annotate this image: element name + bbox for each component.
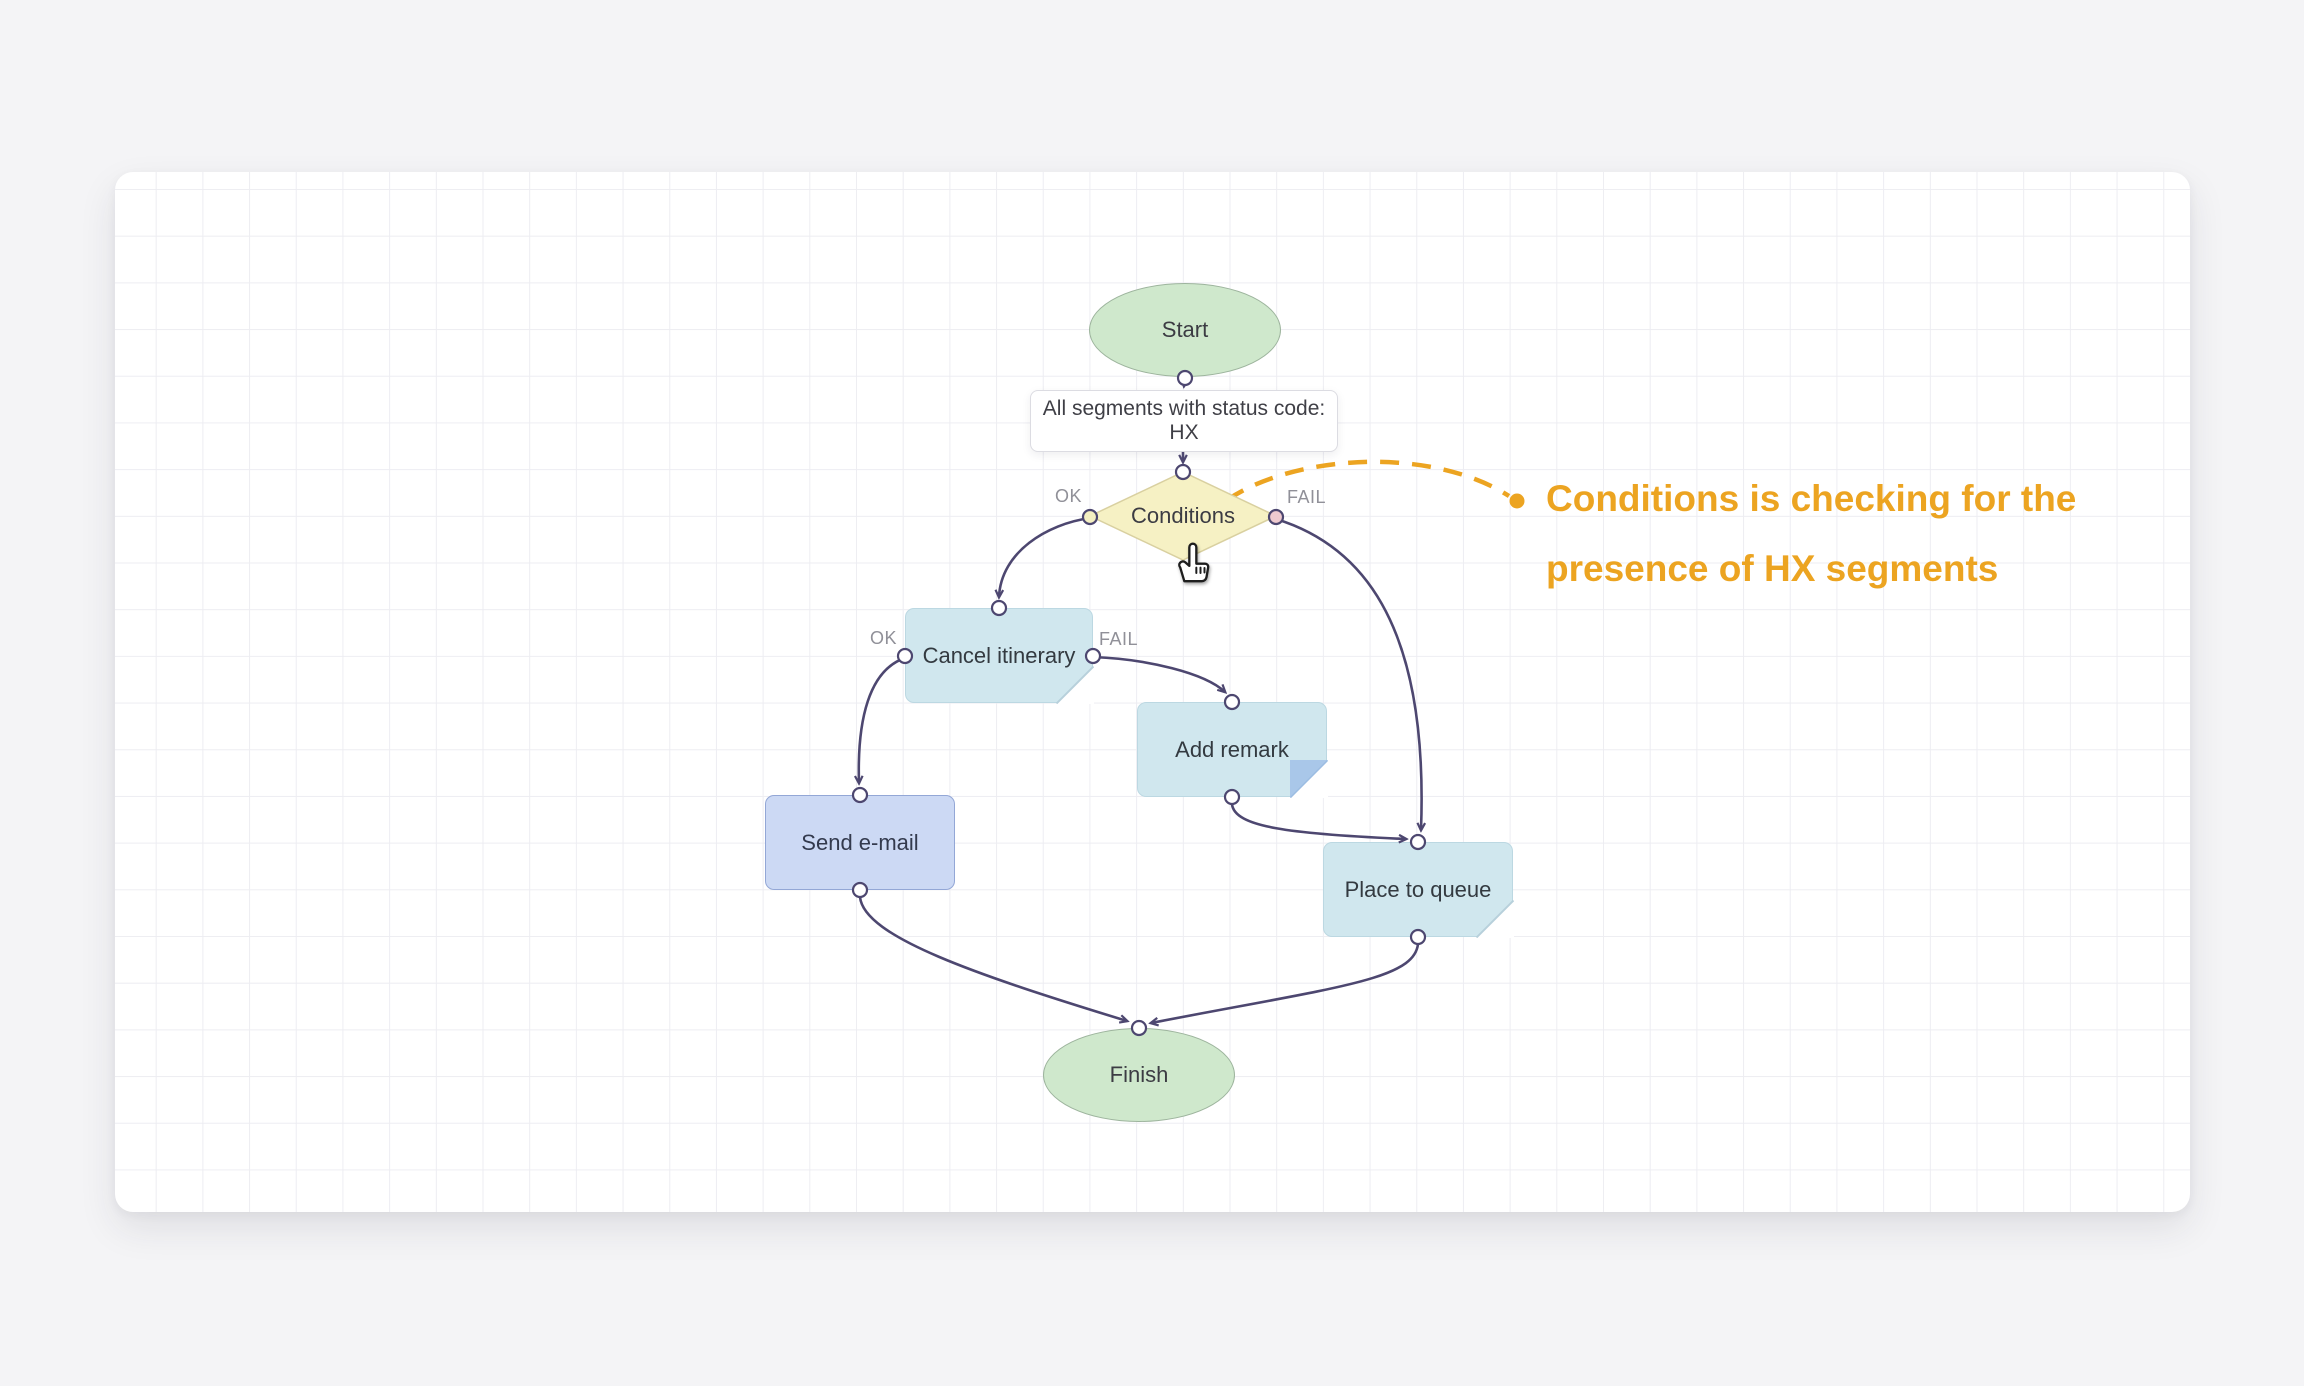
cancel-fail-port-label: FAIL — [1099, 629, 1139, 649]
send-email-label: Send e-mail — [801, 829, 919, 855]
annotation-line-1: Conditions is checking for the — [1546, 478, 2077, 519]
trigger-node[interactable]: All segments with status code: HX — [1030, 390, 1338, 452]
finish-node-label: Finish — [1109, 1062, 1169, 1087]
place-to-queue-node[interactable]: Place to queue — [1323, 842, 1514, 938]
finish-node[interactable]: Finish — [1043, 1028, 1235, 1122]
cancel-ok-port-label: OK — [869, 628, 897, 648]
folded-corner-icon — [1475, 899, 1514, 938]
start-node-label: Start — [1161, 317, 1209, 342]
cancel-itinerary-node[interactable]: Cancel itinerary — [905, 608, 1094, 704]
folded-corner-icon — [1055, 665, 1094, 704]
annotation-note: Conditions is checking for the presence … — [1546, 464, 2106, 604]
add-remark-label: Add remark — [1175, 736, 1289, 762]
trigger-node-label: All segments with status code: HX — [1042, 397, 1326, 444]
folded-corner-icon — [1289, 759, 1328, 798]
send-email-node[interactable]: Send e-mail — [765, 795, 955, 890]
conditions-node-label: Conditions — [1131, 503, 1235, 528]
cancel-itinerary-label: Cancel itinerary — [922, 642, 1076, 668]
add-remark-node[interactable]: Add remark — [1137, 702, 1328, 798]
hand-cursor-icon — [1171, 540, 1211, 589]
place-to-queue-label: Place to queue — [1344, 876, 1492, 902]
conditions-fail-port-label: FAIL — [1287, 487, 1327, 507]
flow-canvas[interactable]: Start All segments with status code: HX … — [115, 172, 2190, 1212]
conditions-ok-port-label: OK — [1054, 486, 1082, 506]
annotation-line-2: presence of HX segments — [1546, 548, 1999, 589]
start-node[interactable]: Start — [1089, 283, 1281, 377]
